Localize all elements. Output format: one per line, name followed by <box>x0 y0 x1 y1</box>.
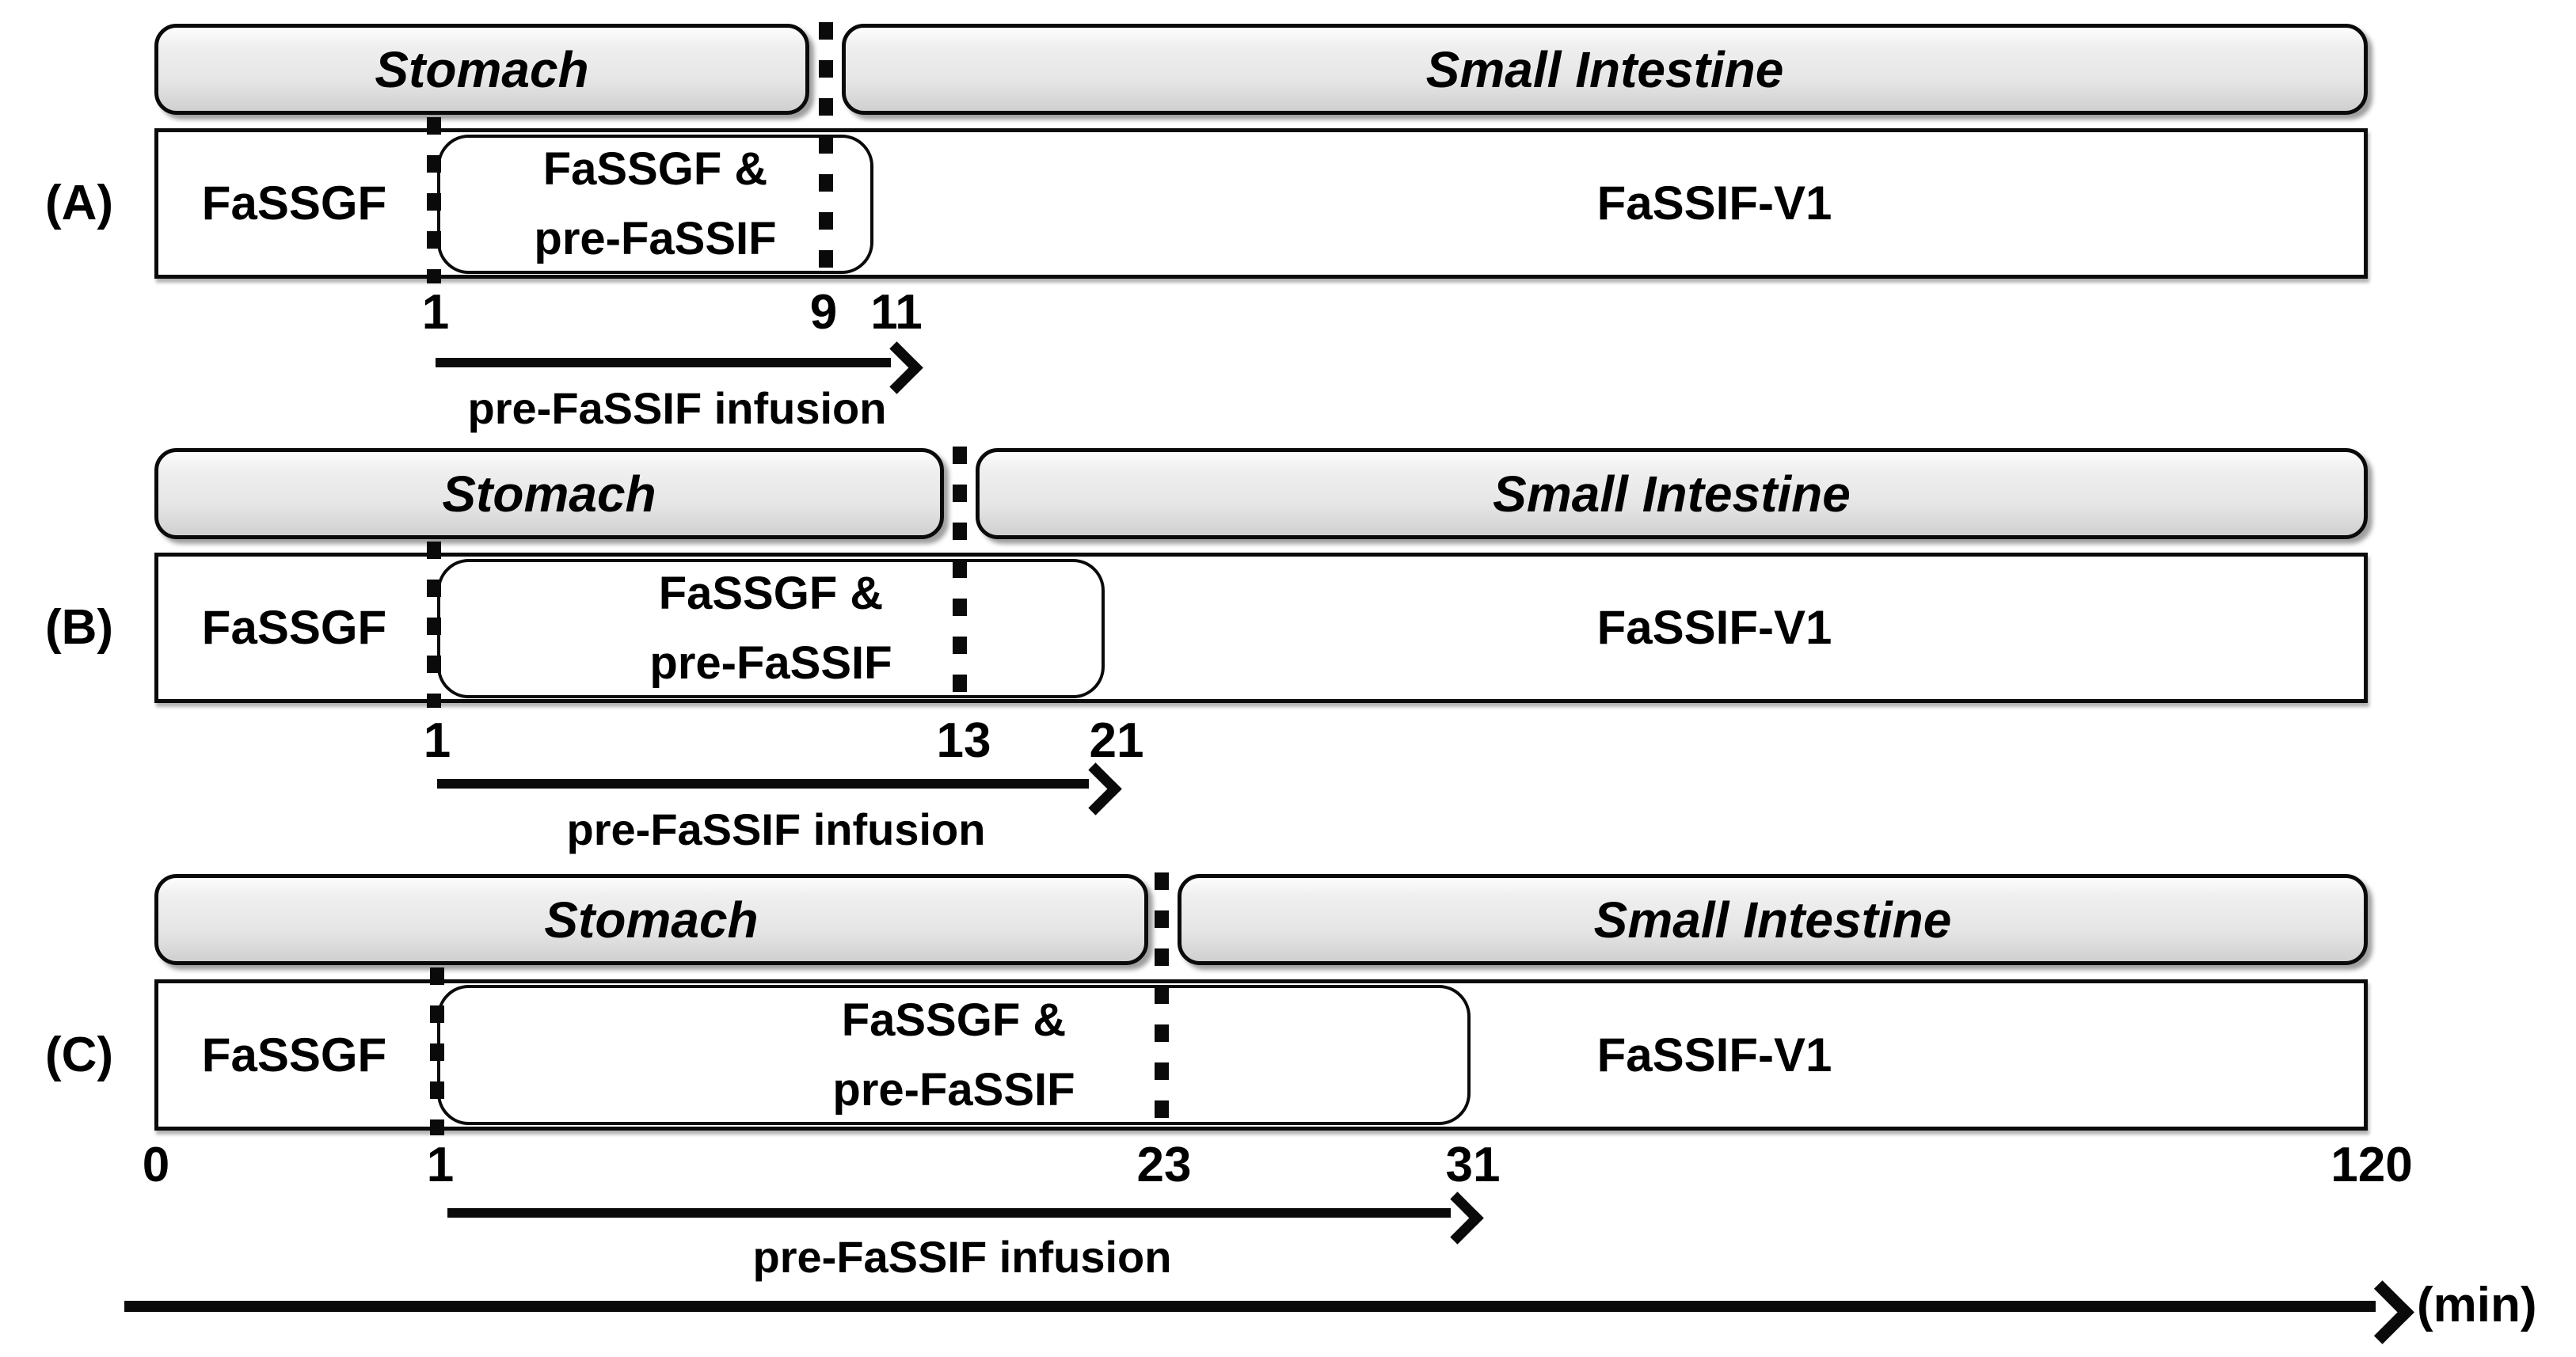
transition-dotted-line-start <box>427 542 441 708</box>
panel-letter: (A) <box>44 176 114 230</box>
transition-dotted-line-start <box>427 117 441 283</box>
tick-9: 9 <box>809 285 838 340</box>
mixed-media-box: FaSSGF & pre-FaSSIF <box>437 559 1105 698</box>
gastric-medium-label: FaSSGF <box>201 1028 387 1081</box>
mixed-media-label-line1: FaSSGF & <box>542 143 768 195</box>
tick-1: 1 <box>423 713 451 768</box>
mixed-media-label-line1: FaSSGF & <box>658 568 884 619</box>
mixed-media-label-line2: pre-FaSSIF <box>832 1063 1075 1116</box>
intestinal-medium-label: FaSSIF-V1 <box>1596 177 1832 230</box>
small-intestine-header: Small Intestine <box>1178 874 2368 965</box>
tick-1: 1 <box>421 285 450 340</box>
tick-31: 31 <box>1445 1138 1501 1192</box>
infusion-arrow-line <box>437 779 1089 789</box>
small-intestine-header: Small Intestine <box>842 24 2368 115</box>
infusion-arrow-line <box>447 1208 1451 1218</box>
intestinal-medium-label: FaSSIF-V1 <box>1596 601 1832 654</box>
mixed-media-box: FaSSGF & pre-FaSSIF <box>437 985 1471 1125</box>
mixed-media-label-line2: pre-FaSSIF <box>649 637 892 689</box>
infusion-label: pre-FaSSIF infusion <box>566 804 986 854</box>
small-intestine-header-label: Small Intestine <box>1425 40 1784 98</box>
transition-dotted-line-gastric-empty <box>819 22 833 285</box>
tick-13: 13 <box>936 713 991 768</box>
transition-dotted-line-gastric-empty <box>953 447 967 709</box>
transition-dotted-line-start <box>430 967 444 1135</box>
tick-120: 120 <box>2331 1138 2413 1192</box>
infusion-arrow-head <box>1431 1192 1484 1245</box>
time-axis-unit-label: (min) <box>2417 1278 2537 1332</box>
infusion-label: pre-FaSSIF infusion <box>752 1232 1172 1282</box>
mixed-media-label-line2: pre-FaSSIF <box>534 213 777 264</box>
transition-dotted-line-gastric-empty <box>1155 872 1169 1137</box>
tick-0: 0 <box>142 1138 170 1192</box>
gastric-medium-label: FaSSGF <box>201 177 387 230</box>
mixed-media-label-line1: FaSSGF & <box>841 994 1067 1046</box>
time-axis-line <box>124 1301 2376 1312</box>
panel-letter: (B) <box>44 600 114 655</box>
small-intestine-header-label: Small Intestine <box>1593 891 1952 948</box>
intestinal-medium-label: FaSSIF-V1 <box>1596 1028 1832 1081</box>
tick-1: 1 <box>426 1138 455 1192</box>
tick-23: 23 <box>1136 1138 1192 1192</box>
small-intestine-header-label: Small Intestine <box>1493 465 1851 523</box>
infusion-arrow-line <box>436 358 891 367</box>
mixed-media-box: FaSSGF & pre-FaSSIF <box>437 135 873 274</box>
infusion-label: pre-FaSSIF infusion <box>467 383 887 433</box>
stomach-header: Stomach <box>154 874 1148 965</box>
time-axis-arrow-head <box>2350 1280 2414 1344</box>
tick-11: 11 <box>870 285 923 340</box>
stomach-header-label: Stomach <box>442 465 656 523</box>
stomach-header-label: Stomach <box>544 891 759 948</box>
stomach-header: Stomach <box>154 24 809 115</box>
stomach-header-label: Stomach <box>375 40 589 98</box>
tick-21: 21 <box>1089 713 1144 768</box>
gastric-medium-label: FaSSGF <box>201 601 387 654</box>
infusion-arrow-head <box>1069 762 1122 815</box>
stomach-header: Stomach <box>154 448 944 539</box>
panel-letter: (C) <box>44 1027 114 1082</box>
small-intestine-header: Small Intestine <box>976 448 2368 539</box>
